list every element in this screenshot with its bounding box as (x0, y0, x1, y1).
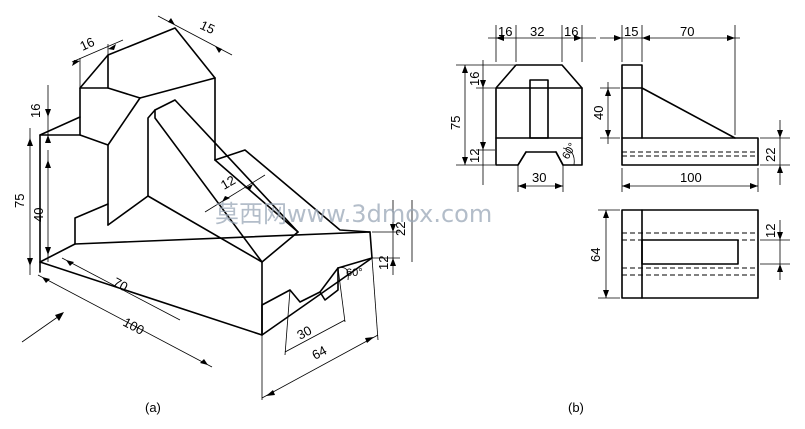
front-dim-60-deg: 60° (560, 141, 579, 161)
dim-75: 75 (12, 194, 27, 208)
dim-40: 40 (31, 208, 46, 222)
dim-30: 30 (294, 323, 314, 343)
front-dim-75: 75 (448, 116, 463, 130)
rib (154, 99, 299, 263)
front-dim-16-left: 16 (467, 72, 482, 86)
base-top-left-edge (74, 203, 109, 245)
side-dim-100: 100 (680, 170, 702, 185)
top-dim-64: 64 (588, 248, 603, 262)
dim-22: 22 (393, 222, 408, 236)
side-dim-15: 15 (624, 24, 638, 39)
dim-70: 70 (111, 274, 131, 294)
dim-16-top: 16 (77, 34, 96, 54)
dim-64: 64 (309, 343, 329, 363)
dim-16-left: 16 (28, 104, 43, 118)
side-dim-70: 70 (680, 24, 694, 39)
front-dim-30: 30 (532, 170, 546, 185)
caption-a: (a) (145, 400, 161, 415)
base-outline (39, 231, 373, 336)
side-dim-40: 40 (591, 106, 606, 120)
top-view-rib (641, 239, 739, 265)
front-dim-32: 32 (530, 24, 544, 39)
top-view-outline (621, 209, 759, 299)
isometric-view: 16 15 16 75 40 12 70 100 22 12 60° 30 64… (12, 15, 413, 415)
front-view: 16 32 16 16 75 12 30 60° (448, 24, 596, 192)
upright-outline (39, 27, 216, 263)
dim-60-deg: 60° (346, 267, 363, 279)
side-dim-22: 22 (763, 148, 778, 162)
top-dim-12: 12 (763, 224, 778, 238)
front-dim-12: 12 (467, 149, 482, 163)
caption-b: (b) (568, 400, 584, 415)
dim-15: 15 (198, 17, 217, 37)
front-dim-16b: 16 (564, 24, 578, 39)
watermark-text: 莫西网www.3dmox.com (215, 200, 492, 228)
dim-12-rib: 12 (218, 172, 238, 192)
top-view: 64 12 (588, 209, 790, 299)
side-view-outline (621, 64, 759, 166)
front-dim-16a: 16 (498, 24, 512, 39)
upright-inner-face (147, 109, 156, 197)
dim-12: 12 (376, 256, 391, 270)
upright-top-chamfer (107, 54, 216, 99)
slot-profile (261, 267, 339, 336)
side-view: 15 70 40 22 100 (591, 24, 790, 192)
dim-100: 100 (121, 314, 147, 337)
